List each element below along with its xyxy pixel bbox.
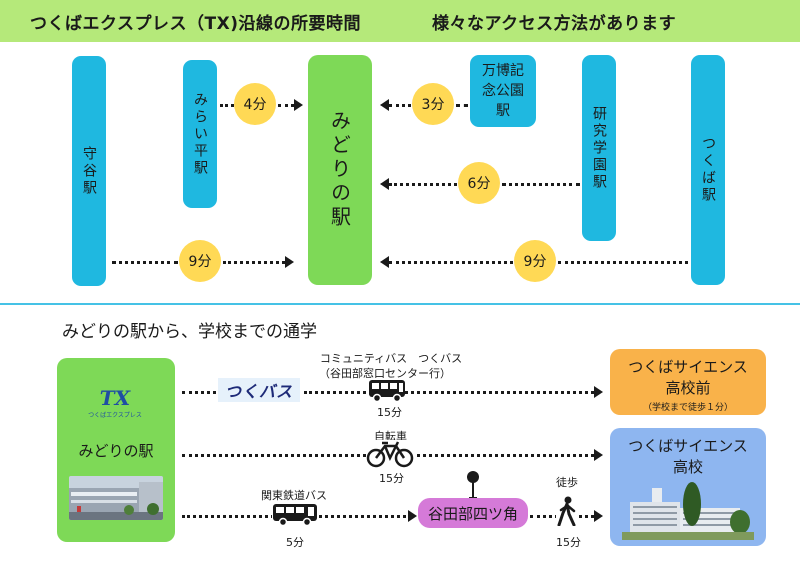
station-photo	[69, 476, 163, 520]
connector-line	[502, 183, 580, 186]
kanto-bus-time: 5分	[286, 536, 304, 549]
arrow-right-icon	[594, 386, 603, 398]
walking-person-icon	[556, 496, 578, 530]
dest-a-line2: 高校前	[665, 379, 711, 397]
header-banner: つくばエクスプレス（TX)沿線の所要時間 様々なアクセス方法があります	[0, 0, 800, 42]
bicycle-time: 15分	[379, 472, 404, 485]
walk-label: 徒歩	[556, 476, 578, 489]
walk-time: 15分	[556, 536, 581, 549]
section-divider	[0, 303, 800, 305]
origin-card: TX つくばエクスプレス みどりの駅	[57, 358, 175, 542]
school-photo	[622, 482, 754, 544]
arrow-left-icon	[380, 99, 389, 111]
destination-school: つくばサイエンス 高校	[610, 428, 766, 546]
dest-a-note: （学校まで徒歩１分）	[642, 403, 733, 413]
station-tsukuba: つくば駅	[691, 55, 725, 285]
time-moriya: 9分	[188, 254, 212, 270]
bus-stop-yatabe: 谷田部四ツ角	[418, 498, 528, 528]
connector-line	[112, 261, 178, 264]
station-miraidaira-label: みらい平駅	[192, 91, 208, 177]
origin-name: みどりの駅	[78, 442, 154, 460]
connector-line	[220, 104, 234, 107]
connector-line	[182, 391, 216, 394]
community-bus-label: コミュニティバス つくバス	[319, 352, 463, 365]
arrow-right-icon	[594, 449, 603, 461]
time-kenkyu: 6分	[467, 176, 491, 192]
tx-logo: TX つくばエクスプレス	[85, 388, 145, 420]
arrow-right-icon	[408, 510, 417, 522]
tsukubus-logo: つくバス	[218, 378, 300, 402]
dest-b-line1: つくばサイエンス	[628, 437, 748, 455]
bicycle-label: 自転車	[374, 430, 407, 443]
station-kenkyu-label: 研究学園駅	[591, 105, 607, 191]
tx-logo-subtext: つくばエクスプレス	[88, 412, 142, 419]
dest-a-line1: つくばサイエンス	[628, 358, 748, 376]
time-banpaku: 3分	[421, 97, 445, 113]
connector-line	[389, 104, 411, 107]
connector-line	[389, 261, 513, 264]
arrow-right-icon	[594, 510, 603, 522]
station-banpaku-label: 万博記念公園駅	[482, 62, 524, 120]
connector-line	[389, 183, 457, 186]
time-miraidaira: 4分	[243, 97, 267, 113]
connector-line	[456, 104, 468, 107]
station-midori: みどりの駅	[308, 55, 372, 285]
arrow-left-icon	[380, 178, 389, 190]
station-miraidaira: みらい平駅	[183, 60, 217, 208]
page-subtitle: 様々なアクセス方法があります	[432, 14, 677, 34]
bus-icon	[368, 379, 406, 407]
arrow-right-icon	[285, 256, 294, 268]
time-badge: 6分	[458, 162, 500, 204]
station-midori-label: みどりの駅	[327, 110, 352, 230]
kanto-bus-label: 関東鉄道バス	[261, 489, 327, 502]
arrow-right-icon	[294, 99, 303, 111]
connector-line	[278, 104, 294, 107]
time-tsukuba: 9分	[523, 254, 547, 270]
destination-bus-stop: つくばサイエンス 高校前 （学校まで徒歩１分）	[610, 349, 766, 415]
station-banpaku: 万博記念公園駅	[470, 55, 536, 127]
arrow-left-icon	[380, 256, 389, 268]
bus-stop-name: 谷田部四ツ角	[427, 504, 518, 523]
bicycle-icon	[366, 440, 414, 472]
time-badge: 3分	[412, 83, 454, 125]
time-badge: 9分	[514, 240, 556, 282]
time-badge: 4分	[234, 83, 276, 125]
station-kenkyu: 研究学園駅	[582, 55, 616, 241]
page-title: つくばエクスプレス（TX)沿線の所要時間	[30, 14, 361, 34]
station-tsukuba-label: つくば駅	[700, 136, 716, 204]
bus-icon	[272, 503, 318, 531]
station-moriya-label: 守谷駅	[81, 145, 97, 197]
connector-line	[558, 261, 688, 264]
dest-b-line2: 高校	[672, 458, 703, 476]
time-badge: 9分	[179, 240, 221, 282]
community-bus-destination: （谷田部窓口センター行）	[319, 367, 451, 380]
section-title: みどりの駅から、学校までの通学	[62, 322, 317, 342]
connector-line	[304, 391, 594, 394]
tx-logo-text: TX	[99, 386, 131, 410]
station-moriya: 守谷駅	[72, 56, 106, 286]
connector-line	[223, 261, 285, 264]
community-bus-time: 15分	[377, 406, 402, 419]
